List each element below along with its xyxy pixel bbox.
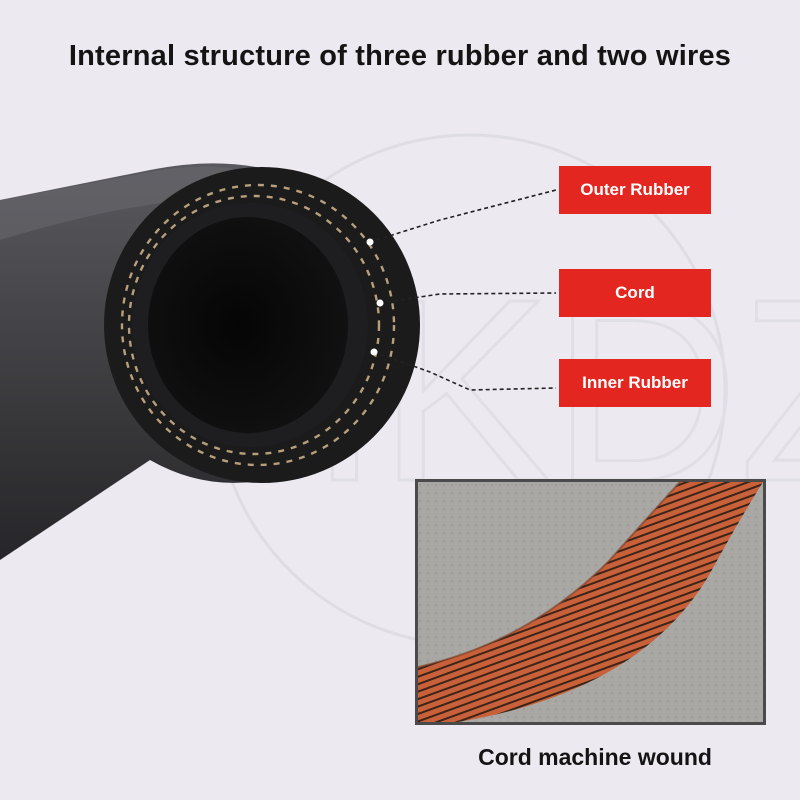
wound-cord-hose <box>418 482 763 722</box>
pointer-dots <box>366 238 384 356</box>
cord-closeup-photo <box>415 479 766 725</box>
cord-ring <box>120 183 396 467</box>
leader-lines <box>369 189 557 391</box>
page-title: Internal structure of three rubber and t… <box>68 40 732 72</box>
hose-bore <box>148 217 348 433</box>
inner-rubber-label: Inner Rubber <box>559 359 711 407</box>
inset-caption: Cord machine wound <box>478 744 712 770</box>
cord-label: Cord <box>559 269 711 317</box>
outer-rubber-label: Outer Rubber <box>559 166 711 214</box>
